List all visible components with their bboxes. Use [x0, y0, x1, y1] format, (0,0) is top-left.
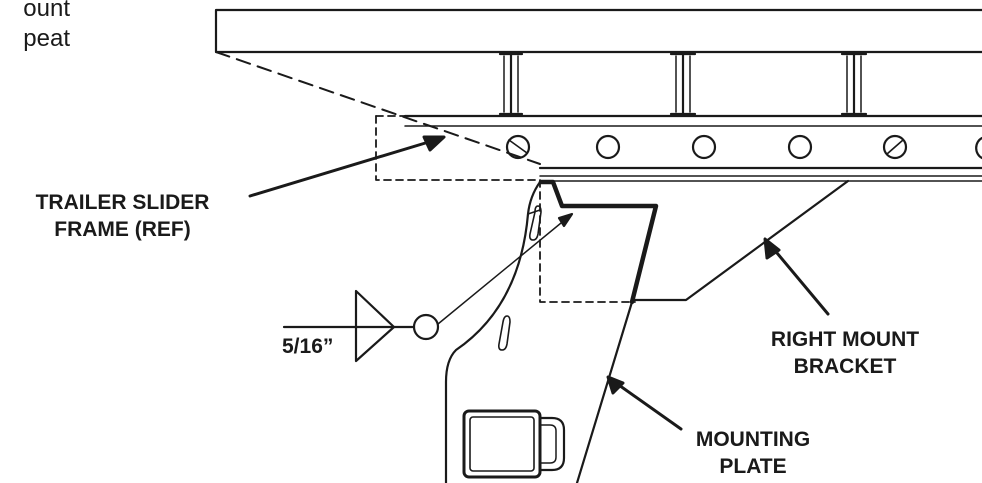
reference-dashed-lines	[215, 51, 541, 165]
label-right-mount-bracket: RIGHT MOUNT BRACKET	[742, 326, 948, 380]
leader-arrows	[248, 135, 830, 431]
label-trailer-slider-frame: TRAILER SLIDER FRAME (REF)	[0, 189, 245, 243]
label-trailer-slider-frame-line-1: TRAILER SLIDER	[35, 191, 210, 214]
text-fragment: ount peat	[0, 0, 70, 54]
slider-frame-rail	[403, 114, 982, 182]
label-weld-size: 5/16”	[282, 335, 334, 358]
trailer-deck	[214, 8, 982, 54]
text-fragment-line-2: peat	[23, 25, 70, 52]
label-mounting-plate-line-2: PLATE	[719, 455, 787, 478]
fillet-weld-symbol	[282, 212, 574, 363]
label-right-mount-bracket-line-2: BRACKET	[793, 355, 897, 378]
label-trailer-slider-frame-line-2: FRAME (REF)	[54, 218, 191, 241]
right-mount-bracket	[538, 179, 850, 305]
text-fragment-line-1: ount	[23, 0, 70, 22]
reference-frame-outline	[375, 115, 636, 303]
label-right-mount-bracket-line-1: RIGHT MOUNT	[770, 328, 920, 351]
mounting-plate	[444, 180, 634, 483]
cross-members	[498, 52, 868, 116]
slider-holes	[505, 134, 982, 160]
label-mounting-plate: MOUNTING PLATE	[668, 426, 838, 480]
label-mounting-plate-line-1: MOUNTING	[695, 428, 811, 451]
